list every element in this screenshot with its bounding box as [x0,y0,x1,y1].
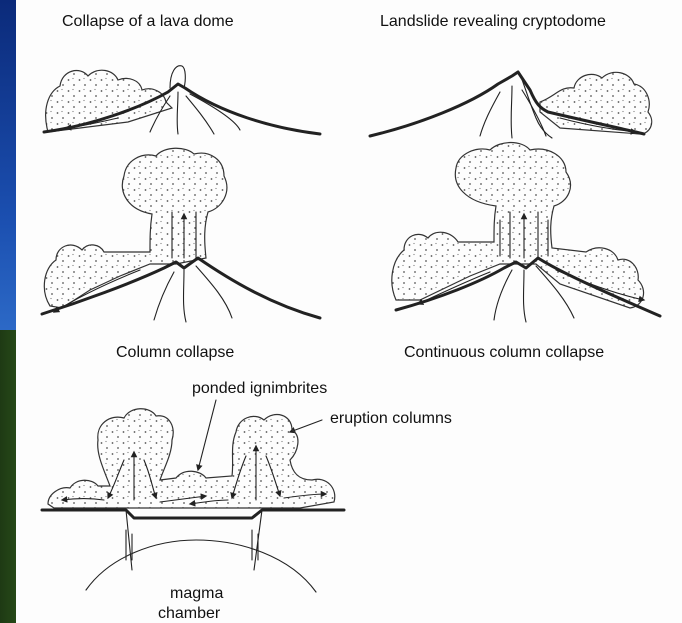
panel-column-collapse: Column collapse [42,148,320,361]
landslide-cloud [540,72,652,134]
panel-title-column-collapse: Column collapse [116,344,234,361]
continuous-cloud [392,143,644,309]
ignimbrites-pointer [198,400,216,470]
label-magma: magma [170,585,223,602]
column-cloud [44,148,227,308]
volcano-flank-lines-3 [154,266,232,322]
panel-cryptodome: Landslide revealing cryptodome [370,13,652,138]
panel-title-lava-dome: Collapse of a lava dome [62,13,234,30]
volcano-flank-lines-2 [480,86,546,138]
panel-continuous-collapse: Continuous column collapse [392,143,660,362]
columns-pointer [290,420,322,432]
label-eruption-columns: eruption columns [330,410,452,427]
panel-lava-dome: Collapse of a lava dome [44,13,320,134]
label-ponded-ignimbrites: ponded ignimbrites [192,380,327,397]
label-chamber: chamber [158,605,221,622]
panel-title-cryptodome: Landslide revealing cryptodome [380,13,606,30]
panel-caldera: ponded ignimbrites eruption columns magm… [42,380,452,622]
caldera-cloud [48,409,335,508]
panel-title-continuous-collapse: Continuous column collapse [404,344,604,361]
ground-surface [42,510,344,518]
